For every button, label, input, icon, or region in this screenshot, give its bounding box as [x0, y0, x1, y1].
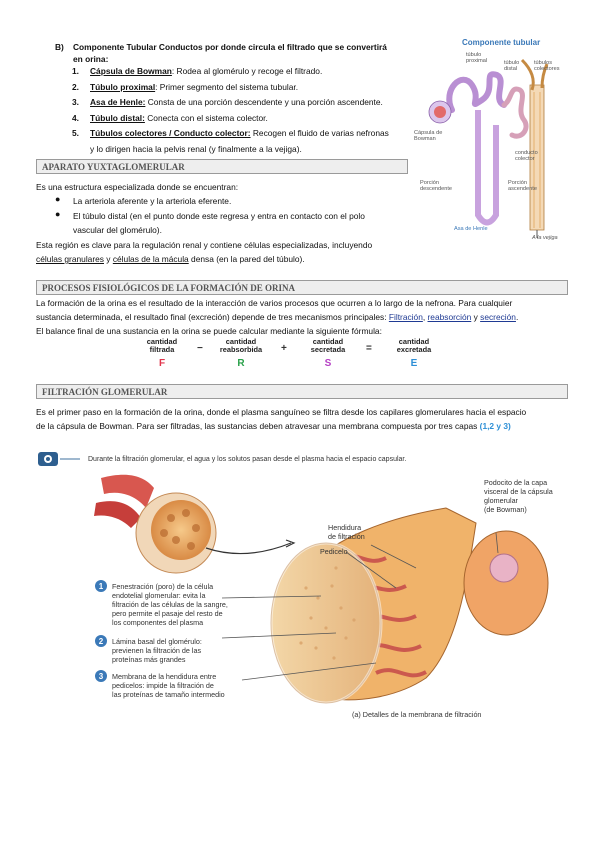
bullet-icon: ●: [55, 209, 61, 219]
link-reabsorcion: reabsorción: [427, 312, 472, 322]
label-bowman: Cápsula de Bowman: [414, 130, 443, 143]
component-title-cont: en orina:: [73, 54, 109, 64]
list-item: 4.Túbulo distal: Conecta con el sistema …: [72, 112, 268, 123]
section-heading-text: FILTRACIÓN GLOMERULAR: [42, 387, 168, 397]
balance-formula: cantidad filtrada F − cantidad reabsorbi…: [130, 334, 450, 376]
link-filtracion: Filtración: [388, 312, 423, 322]
tubular-steps-list: 1.Cápsula de Bowman: Rodea al glomérulo …: [72, 64, 412, 157]
list-item: 1.Cápsula de Bowman: Rodea al glomérulo …: [72, 66, 323, 76]
link-secrecion: secreción: [480, 312, 516, 322]
yuxta-bullet: La arteriola aferente y la arteriola efe…: [73, 196, 232, 206]
item-membrana-hendidura: Membrana de la hendidura entre pedicelos…: [112, 672, 225, 699]
term-macula: células de la mácula: [112, 254, 189, 264]
formula-letter-s: S: [324, 358, 332, 369]
term: Túbulo proximal: [90, 81, 156, 92]
item-fenestracion: Fenestración (poro) de la célula endotel…: [112, 582, 228, 627]
label-distal: túbulo distal: [504, 60, 520, 73]
item-lamina-basal: Lámina basal del glomérulo: previenen la…: [112, 637, 202, 664]
term: Cápsula de Bowman: [90, 66, 172, 76]
formula-label: cantidad reabsorbida: [219, 337, 263, 354]
formula-op: =: [366, 343, 372, 354]
component-title: Componente Tubular Conductos por donde c…: [73, 42, 387, 52]
procesos-line-2: sustancia determinada, el resultado fina…: [36, 312, 519, 322]
label-vejiga: A la vejiga: [532, 235, 558, 241]
filtration-membrane-figure: 1 2 3 Durante la filtración glomerular, …: [36, 448, 566, 728]
nephron-diagram: [428, 58, 549, 238]
figure-banner: Durante la filtración glomerular, el agu…: [88, 456, 407, 463]
label-proximal: túbulo proximal: [466, 52, 488, 65]
section-heading-yuxtaglomerular: APARATO YUXTAGLOMERULAR: [36, 159, 408, 174]
figure-title: Componente tubular: [462, 38, 541, 47]
layer-refs: (1,2 y 3): [479, 421, 511, 431]
procesos-line-3: El balance final de una sustancia en la …: [36, 326, 382, 336]
list-item: 3.Asa de Henle: Consta de una porción de…: [72, 97, 383, 107]
badge-2: 2: [99, 637, 104, 646]
section-letter: B): [55, 42, 64, 52]
formula-op: −: [197, 343, 203, 354]
section-heading-procesos: PROCESOS FISIOLÓGICOS DE LA FORMACIÓN DE…: [36, 280, 568, 295]
label-podocito: Podocito de la capa visceral de la cápsu…: [484, 478, 553, 514]
label-conducto: conducto colector: [515, 150, 538, 163]
tubular-component-figure: Componente tubular túbulo proximal túbul…: [412, 30, 592, 245]
term-granulares: células granulares: [36, 254, 104, 264]
label-ascendente: Porción ascendente: [508, 180, 537, 193]
term: Túbulos colectores / Conducto colector:: [90, 128, 251, 138]
filtracion-line-2: de la cápsula de Bowman. Para ser filtra…: [36, 421, 511, 431]
section-heading-filtracion: FILTRACIÓN GLOMERULAR: [36, 384, 568, 399]
list-item: 5.Túbulos colectores / Conducto colector…: [72, 128, 389, 154]
label-henle: Asa de Henle: [454, 226, 488, 232]
membrane-illustration: 1 2 3: [38, 452, 549, 705]
formula-letter-e: E: [410, 358, 418, 369]
yuxta-para-cont: células granulares y células de la mácul…: [36, 254, 305, 264]
label-descendente: Porción descendente: [420, 180, 453, 193]
label-colectores: túbulos colectores: [534, 60, 560, 73]
section-heading-text: APARATO YUXTAGLOMERULAR: [42, 162, 185, 172]
filtracion-line-1: Es el primer paso en la formación de la …: [36, 407, 527, 417]
formula-op: +: [281, 343, 287, 354]
formula-label: cantidad secretada: [310, 337, 346, 354]
yuxta-bullet-cont: vascular del glomérulo).: [73, 225, 162, 235]
label-pedicelo: Pedicelo: [320, 547, 348, 556]
formula-letter-f: F: [158, 358, 166, 369]
formula-label: cantidad excretada: [396, 337, 432, 354]
label-hendidura: Hendidura de filtración: [328, 523, 365, 541]
badge-3: 3: [99, 672, 104, 681]
formula-letter-r: R: [237, 358, 245, 369]
section-heading-text: PROCESOS FISIOLÓGICOS DE LA FORMACIÓN DE…: [42, 283, 296, 293]
badge-1: 1: [99, 582, 104, 591]
term: Asa de Henle:: [90, 97, 146, 107]
yuxta-bullet: El túbulo distal (en el punto donde este…: [73, 211, 365, 221]
term: Túbulo distal:: [90, 112, 145, 123]
procesos-line-1: La formación de la orina es el resultado…: [36, 298, 513, 308]
yuxta-para: Esta región es clave para la regulación …: [36, 240, 373, 250]
formula-label: cantidad filtrada: [146, 337, 178, 354]
figure-caption: (a) Detalles de la membrana de filtració…: [352, 710, 482, 719]
yuxta-intro: Es una estructura especializada donde se…: [36, 182, 239, 192]
bullet-icon: ●: [55, 194, 61, 204]
list-item: 2.Túbulo proximal: Primer segmento del s…: [72, 81, 299, 92]
